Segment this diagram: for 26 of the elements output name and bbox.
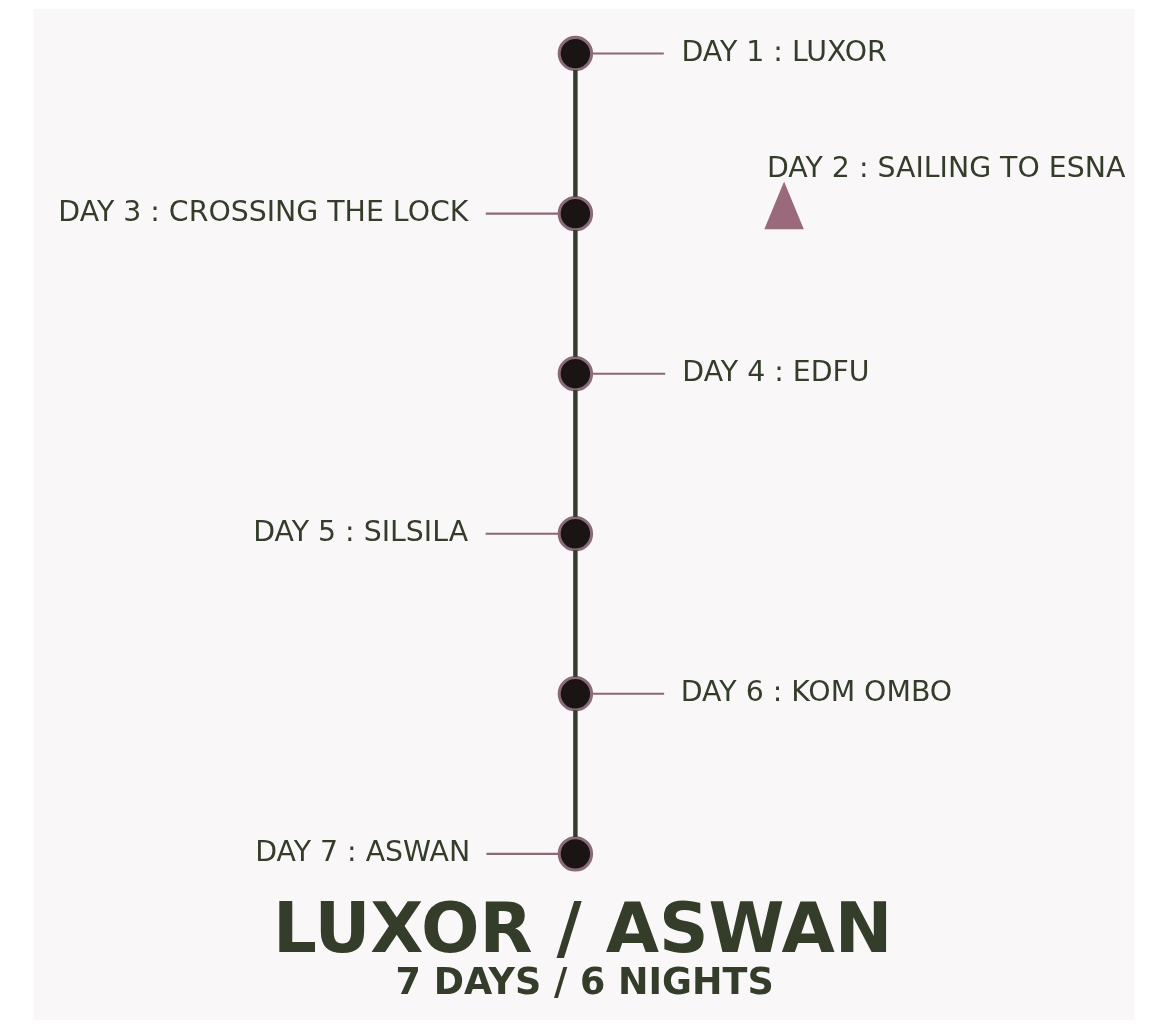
connector <box>573 389 578 517</box>
connector <box>573 229 578 357</box>
connector <box>591 372 666 375</box>
caption: 7 DAYS / 6 NIGHTS <box>395 959 774 1003</box>
node-circle <box>557 515 594 551</box>
connector <box>573 549 578 677</box>
connector <box>591 52 664 55</box>
node-circle <box>557 355 594 391</box>
node-text: DAY 7 : ASWAN <box>255 834 471 868</box>
node-text: DAY 3 : CROSSING THE LOCK <box>58 194 469 228</box>
connector <box>486 852 559 855</box>
node-text: DAY 1 : LUXOR <box>681 34 887 68</box>
node-circle <box>557 675 594 712</box>
node-label: DAY 2 : SAILING TO ESNA <box>766 150 1126 184</box>
node-circle <box>557 835 594 872</box>
node-circle <box>557 35 594 71</box>
node-circle <box>557 195 594 231</box>
node-text: DAY 6 : KOM OMBO <box>680 674 953 708</box>
node-text: DAY 5 : SILSILA <box>253 514 469 548</box>
node-text: DAY 4 : EDFU <box>682 354 870 388</box>
connector <box>485 212 559 215</box>
connector <box>573 69 578 197</box>
node-picture <box>764 181 804 229</box>
connector <box>592 692 665 695</box>
connector <box>573 709 578 837</box>
connector <box>485 532 559 535</box>
